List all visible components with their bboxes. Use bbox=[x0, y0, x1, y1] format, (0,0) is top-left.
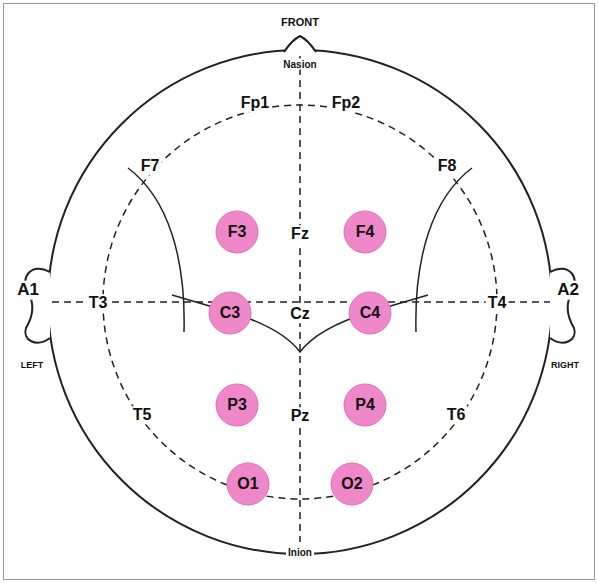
electrode-label: F8 bbox=[436, 157, 459, 175]
electrode-circle: P4 bbox=[343, 383, 387, 427]
electrode-label: T6 bbox=[445, 406, 468, 424]
electrode-label: LEFT bbox=[19, 361, 46, 371]
electrode-name: P4 bbox=[355, 396, 375, 414]
electrode-label: Fp2 bbox=[330, 94, 362, 112]
central-curve bbox=[172, 295, 428, 352]
electrode-circle: O1 bbox=[226, 462, 270, 506]
electrode-label: Inion bbox=[286, 547, 314, 558]
frame bbox=[4, 4, 595, 580]
electrode-label: T5 bbox=[131, 406, 154, 424]
electrode-label: A2 bbox=[555, 281, 581, 300]
right-curve bbox=[416, 168, 472, 332]
electrode-name: C4 bbox=[360, 304, 380, 322]
nose bbox=[284, 36, 316, 52]
electrode-circle: C3 bbox=[208, 291, 252, 335]
electrode-label: Fz bbox=[289, 225, 311, 243]
ear-line bbox=[40, 301, 560, 303]
electrode-name: C3 bbox=[220, 304, 240, 322]
midline bbox=[299, 56, 301, 542]
electrode-label: Cz bbox=[288, 305, 312, 323]
electrode-name: P3 bbox=[227, 396, 247, 414]
left-curve bbox=[128, 168, 184, 332]
electrode-label: T4 bbox=[486, 294, 509, 312]
electrode-circle: F3 bbox=[215, 210, 259, 254]
electrode-name: O2 bbox=[341, 475, 362, 493]
electrode-label: Nasion bbox=[281, 59, 318, 70]
electrode-circle: P3 bbox=[215, 383, 259, 427]
electrode-label: Fp1 bbox=[239, 94, 271, 112]
electrode-name: F4 bbox=[356, 223, 375, 241]
electrode-name: F3 bbox=[228, 223, 247, 241]
electrode-label: F7 bbox=[139, 157, 162, 175]
electrode-circle: O2 bbox=[330, 462, 374, 506]
electrode-label: A1 bbox=[15, 281, 41, 300]
electrode-name: O1 bbox=[237, 475, 258, 493]
electrode-label: FRONT bbox=[279, 16, 321, 28]
electrode-label: RIGHT bbox=[549, 361, 581, 371]
electrode-label: Pz bbox=[289, 407, 312, 425]
electrode-circle: C4 bbox=[348, 291, 392, 335]
electrode-label: T3 bbox=[87, 294, 110, 312]
electrode-circle: F4 bbox=[343, 210, 387, 254]
